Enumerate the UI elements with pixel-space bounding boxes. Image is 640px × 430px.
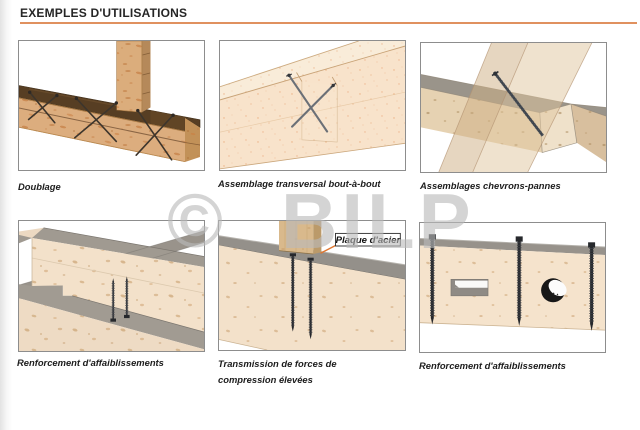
svg-text:Plaque d'acier: Plaque d'acier xyxy=(336,235,402,246)
